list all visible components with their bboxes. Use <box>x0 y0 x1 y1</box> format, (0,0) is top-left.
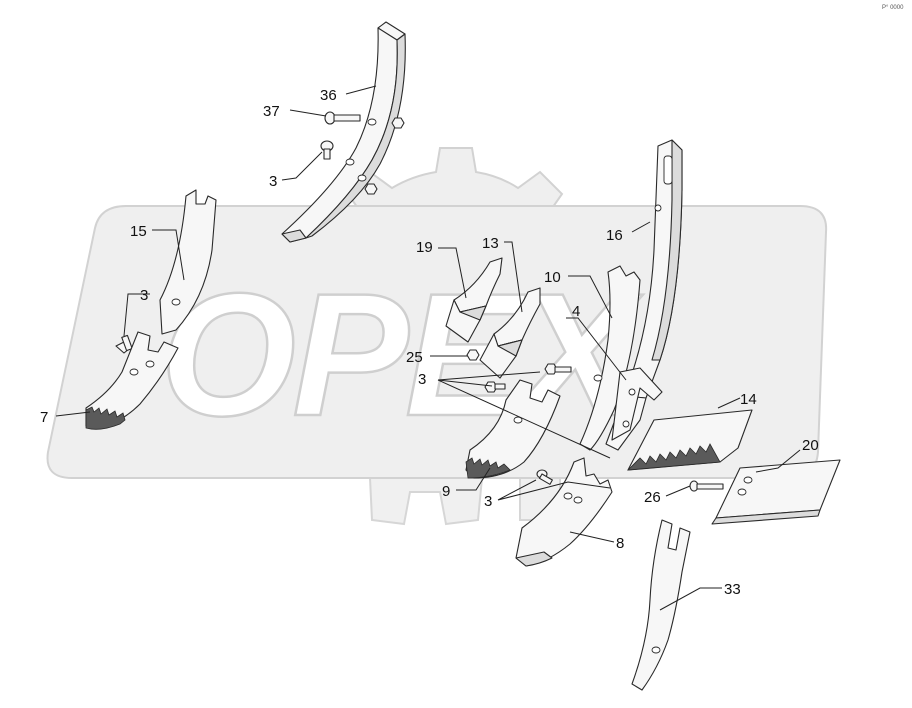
bolt-3-left <box>115 334 133 354</box>
watermark-text: OPEX <box>160 258 644 453</box>
callout-4: 4 <box>572 303 580 320</box>
callout-3-center: 3 <box>418 371 426 388</box>
callout-19: 19 <box>416 239 433 256</box>
part-19-wing <box>445 257 503 343</box>
part-14-wide-share <box>626 409 753 471</box>
nut-25 <box>466 349 480 361</box>
callout-3-left: 3 <box>140 287 148 304</box>
part-36-curved-guard <box>281 21 406 243</box>
callout-13: 13 <box>482 235 499 252</box>
part-20-plate <box>711 459 841 525</box>
callout-7: 7 <box>40 409 48 426</box>
callout-26: 26 <box>644 489 661 506</box>
callout-36: 36 <box>320 87 337 104</box>
callout-25: 25 <box>406 349 423 366</box>
part-9-toothed-share <box>465 379 561 479</box>
callout-20: 20 <box>802 437 819 454</box>
callout-9: 9 <box>442 483 450 500</box>
part-10-curved-blade <box>579 265 641 451</box>
callouts: 36 37 3 15 3 7 19 13 16 10 4 25 3 14 20 … <box>40 87 819 598</box>
bracket-plate <box>611 367 663 441</box>
callout-37: 37 <box>263 103 280 120</box>
callout-8: 8 <box>616 535 624 552</box>
callout-14: 14 <box>740 391 757 408</box>
opex-watermark: OPEX <box>46 147 828 526</box>
callout-3-lower: 3 <box>484 493 492 510</box>
callout-33: 33 <box>724 581 741 598</box>
bolts-3-center <box>484 363 572 393</box>
callout-10: 10 <box>544 269 561 286</box>
callout-16: 16 <box>606 227 623 244</box>
leader-lines <box>55 85 801 611</box>
callout-15: 15 <box>130 223 147 240</box>
callout-3-top: 3 <box>269 173 277 190</box>
bolt-3-lower <box>536 469 553 485</box>
part-7-toothed-share <box>85 331 179 430</box>
bolt-26 <box>689 480 724 492</box>
part-33-lower-guard <box>631 519 691 691</box>
part-13-wing <box>479 287 541 379</box>
bolt-3-top <box>320 140 334 160</box>
corner-mark: P° 0000 <box>882 5 904 11</box>
watermark-gear-lower <box>350 477 561 526</box>
bolt-37 <box>324 111 361 125</box>
